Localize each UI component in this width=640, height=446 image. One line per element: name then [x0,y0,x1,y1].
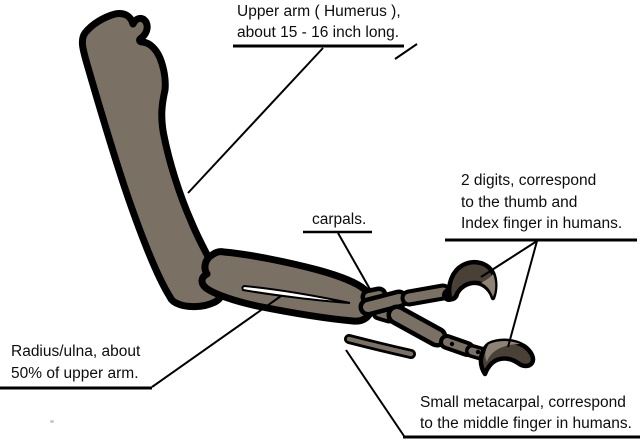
radius-ulna-label: Radius/ulna, about 50% of upper arm. [11,341,140,385]
upper-arm-leader-tick [394,43,418,60]
radius-ulna-bone [198,248,376,325]
digits-leader-line-lower [507,240,538,348]
digits-label: 2 digits, correspond to the thumb and In… [461,170,622,235]
lower-claw [478,338,536,377]
carpals-label: carpals. [312,211,366,229]
radius-ulna-label-line1: Radius/ulna, about [11,343,141,360]
small-metacarpal-label: Small metacarpal, correspond to the midd… [420,392,632,434]
small-metacarpal-bone [344,334,416,359]
digits-leader-line-upper [480,240,538,278]
humerus-bone [78,10,227,311]
joint-dot [475,349,481,355]
upper-arm-leader-line [187,47,324,194]
joint-dot [444,293,450,299]
stray-mark [50,420,54,423]
carpals-label-text: carpals. [312,211,367,228]
upper-claw [446,260,498,302]
small-metacarpal-label-line2: to the middle finger in humans. [420,415,632,432]
joint-dot [449,341,455,347]
digits-label-line3: Index finger in humans. [461,215,623,232]
digits-label-line1: 2 digits, correspond [461,172,597,189]
radius-ulna-leader-line [151,295,282,388]
upper-arm-label-line2: about 15 - 16 inch long. [237,23,400,41]
interosseous-gap [241,284,351,304]
small-metacarpal-leader-line [345,349,405,437]
upper-digit-bones [358,283,459,317]
digits-label-line2: to the thumb and [461,193,578,211]
small-metacarpal-label-line1: Small metacarpal, correspond [420,394,626,411]
upper-arm-label: Upper arm ( Humerus ), about 15 - 16 inc… [237,2,401,43]
carpals-leader-line [337,232,372,292]
radius-ulna-label-line2: 50% of upper arm. [11,365,139,382]
upper-arm-label-line1: Upper arm ( Humerus ), [237,3,401,20]
